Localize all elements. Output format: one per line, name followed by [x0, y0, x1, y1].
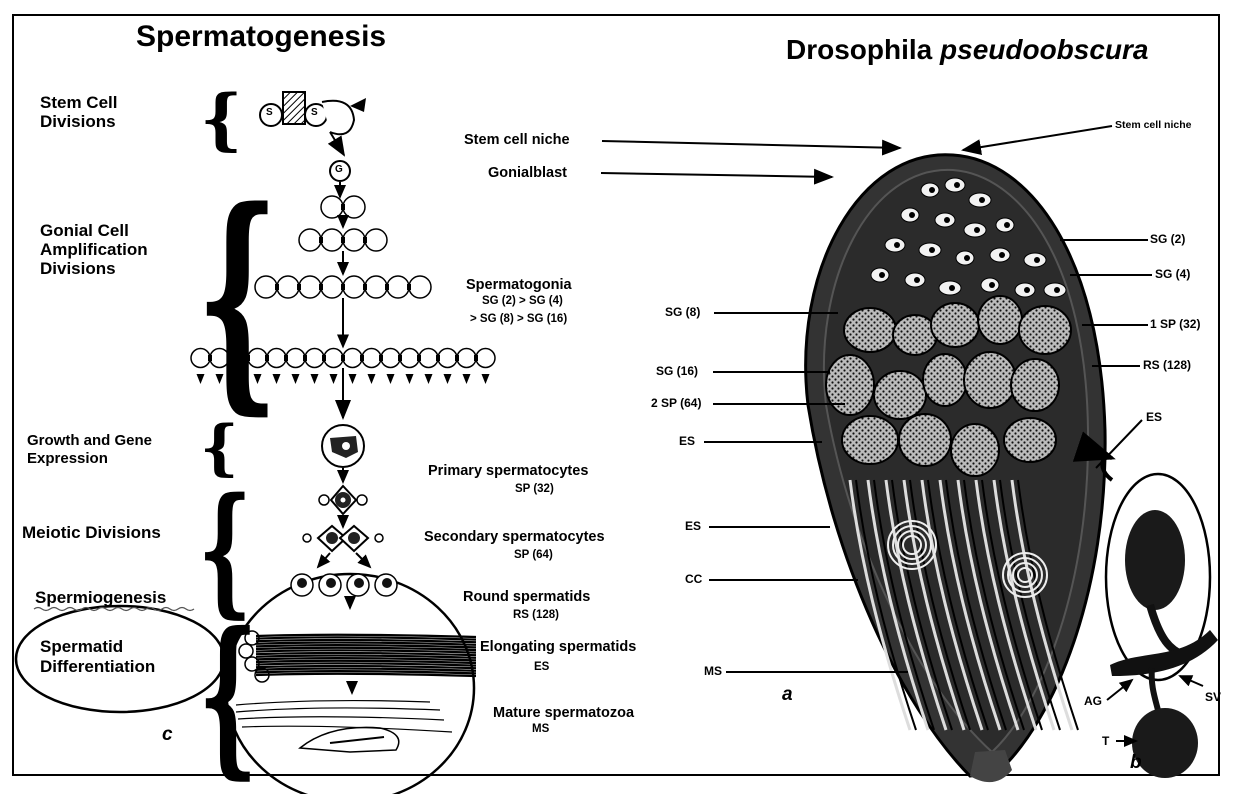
- desc-secondary-spermatocytes: Secondary spermatocytes: [424, 529, 605, 545]
- label-sg16: SG (16): [656, 364, 698, 378]
- label-1sp32: 1 SP (32): [1150, 317, 1200, 331]
- elongating-spermatid-bundle: [239, 631, 476, 693]
- label-es-left-1: ES: [679, 434, 695, 448]
- primary-spermatocyte-cell: [322, 425, 364, 482]
- desc-elongating-spermatids: Elongating spermatids: [480, 639, 636, 655]
- species-name: pseudoobscura: [940, 34, 1148, 65]
- gonialblast-g: G: [335, 164, 343, 175]
- species-genus: Drosophila: [786, 34, 940, 65]
- stage-spermiogenesis: Spermiogenesis: [35, 588, 166, 607]
- desc-elongating-sub: ES: [534, 661, 549, 673]
- desc-round-spermatids: Round spermatids: [463, 589, 590, 605]
- dividing-spermatocyte-cell: [319, 486, 367, 527]
- stage-stem-cell-divisions: Stem Cell Divisions: [40, 93, 180, 131]
- stem-cell-s-right: S: [311, 107, 318, 118]
- desc-spermatogonia-sub2: > SG (8) > SG (16): [470, 313, 567, 325]
- testis-section-micrograph: [806, 155, 1105, 782]
- label-2sp64: 2 SP (64): [651, 396, 701, 410]
- brace-gonial: {: [196, 180, 279, 415]
- desc-primary-sub: SP (32): [515, 483, 554, 495]
- brace-differentiation: {: [198, 610, 258, 780]
- desc-mature-spermatozoa: Mature spermatozoa: [493, 705, 634, 721]
- species-title: Drosophila pseudoobscura: [786, 34, 1149, 66]
- desc-spermatogonia-sub1: SG (2) > SG (4): [482, 295, 563, 307]
- desc-mature-sub: MS: [532, 723, 549, 735]
- desc-round-sub: RS (128): [513, 609, 559, 621]
- stage-gonial-amplification: Gonial Cell Amplification Divisions: [40, 221, 190, 278]
- label-sg8: SG (8): [665, 305, 700, 319]
- label-t: T: [1102, 734, 1109, 748]
- stage-meiotic-divisions: Meiotic Divisions: [22, 523, 161, 542]
- label-ms: MS: [704, 664, 722, 678]
- desc-secondary-sub: SP (64): [514, 549, 553, 561]
- stage-growth-gene-expression: Growth and Gene Expression: [27, 432, 207, 468]
- label-sg4: SG (4): [1155, 267, 1190, 281]
- panel-letter-a: a: [782, 684, 793, 706]
- mature-spermatozoa-bundle: [236, 701, 452, 752]
- spermatogenesis-title: Spermatogenesis: [136, 20, 386, 54]
- spermiogenesis-underline: [34, 608, 194, 611]
- desc-gonialblast: Gonialblast: [488, 165, 567, 181]
- desc-stem-cell-niche: Stem cell niche: [464, 132, 570, 148]
- label-cc: CC: [685, 572, 702, 586]
- label-rs128: RS (128): [1143, 358, 1191, 372]
- label-es-right: ES: [1146, 410, 1162, 424]
- label-sv: SV: [1205, 690, 1221, 704]
- stage-spermatid-differentiation: Spermatid Differentiation: [40, 637, 200, 677]
- secondary-spermatocyte-cells: [303, 526, 383, 567]
- desc-primary-spermatocytes: Primary spermatocytes: [428, 463, 588, 479]
- reproductive-tract-inset: [1102, 457, 1218, 778]
- desc-spermatogonia: Spermatogonia: [466, 277, 572, 293]
- label-es-left-2: ES: [685, 519, 701, 533]
- stem-cell-s-left: S: [266, 107, 273, 118]
- panel-letter-b: b: [1130, 752, 1142, 774]
- label-stem-cell-niche-right: Stem cell niche: [1115, 119, 1191, 131]
- stem-cell-niche-schematic: [260, 92, 366, 155]
- label-sg2: SG (2): [1150, 232, 1185, 246]
- brace-stem: {: [200, 86, 242, 152]
- round-spermatid-cells: [291, 574, 397, 608]
- label-ag: AG: [1084, 694, 1102, 708]
- panel-letter-c: c: [162, 724, 173, 746]
